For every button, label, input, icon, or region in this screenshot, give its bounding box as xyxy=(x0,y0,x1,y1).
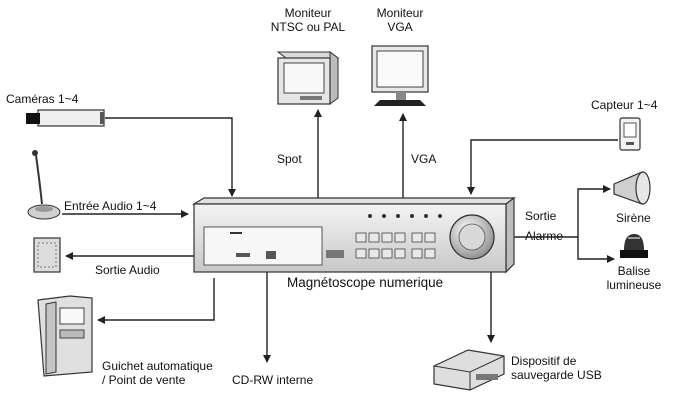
monitor-ntsc-icon xyxy=(276,51,340,105)
spot-label: Spot xyxy=(277,152,302,166)
sensor-icon xyxy=(619,117,641,151)
speaker-icon xyxy=(33,237,61,273)
cdrw-label: CD-RW interne xyxy=(232,373,314,387)
dvr-unit xyxy=(191,196,516,274)
cdrw-drive xyxy=(230,232,242,234)
usb-device-icon xyxy=(433,349,505,391)
monitor-vga-line1: Moniteur xyxy=(376,6,424,20)
beacon-line2: lumineuse xyxy=(606,278,662,292)
monitor-vga-label: Moniteur VGA xyxy=(360,6,440,34)
audio-out-label: Sortie Audio xyxy=(95,263,160,277)
atm-line xyxy=(97,278,215,324)
atm-icon xyxy=(37,295,93,377)
usb-line1: Dispositif de xyxy=(511,354,577,368)
beacon-label: Balise lumineuse xyxy=(598,264,670,292)
alarm-siren-line xyxy=(577,185,611,237)
vga-label: VGA xyxy=(411,152,437,166)
monitor-vga-icon xyxy=(371,45,429,106)
cameras-line xyxy=(105,117,236,197)
alarm-out-line1: Sortie xyxy=(525,209,557,223)
atm-line1: Guichet automatique xyxy=(102,359,213,373)
beacon-icon xyxy=(620,234,648,258)
monitor-ntsc-line2: NTSC ou PAL xyxy=(270,20,346,34)
monitor-ntsc-line1: Moniteur xyxy=(284,6,332,20)
cameras-label: Caméras 1~4 xyxy=(6,92,79,106)
usb-label: Dispositif de sauvegarde USB xyxy=(511,354,602,382)
alarm-out-line2: Alarme xyxy=(525,229,564,243)
microphone-icon xyxy=(27,150,61,220)
siren-label: Sirène xyxy=(616,211,651,225)
connection-lines xyxy=(62,109,618,363)
monitor-vga-line2: VGA xyxy=(387,20,413,34)
sensor-line xyxy=(467,139,618,195)
siren-icon xyxy=(613,171,651,205)
usb-line2: sauvegarde USB xyxy=(511,368,602,382)
camera-icon xyxy=(26,109,105,127)
sensor-label: Capteur 1~4 xyxy=(591,98,658,112)
alarm-beacon-line xyxy=(577,237,615,263)
monitor-ntsc-label: Moniteur NTSC ou PAL xyxy=(254,6,362,34)
atm-label: Guichet automatique / Point de vente xyxy=(102,359,213,387)
audio-in-label: Entrée Audio 1~4 xyxy=(64,199,157,213)
dvr-label: Magnétoscope numerique xyxy=(287,275,444,290)
atm-line2: / Point de vente xyxy=(102,373,186,387)
beacon-line1: Balise xyxy=(617,264,651,278)
